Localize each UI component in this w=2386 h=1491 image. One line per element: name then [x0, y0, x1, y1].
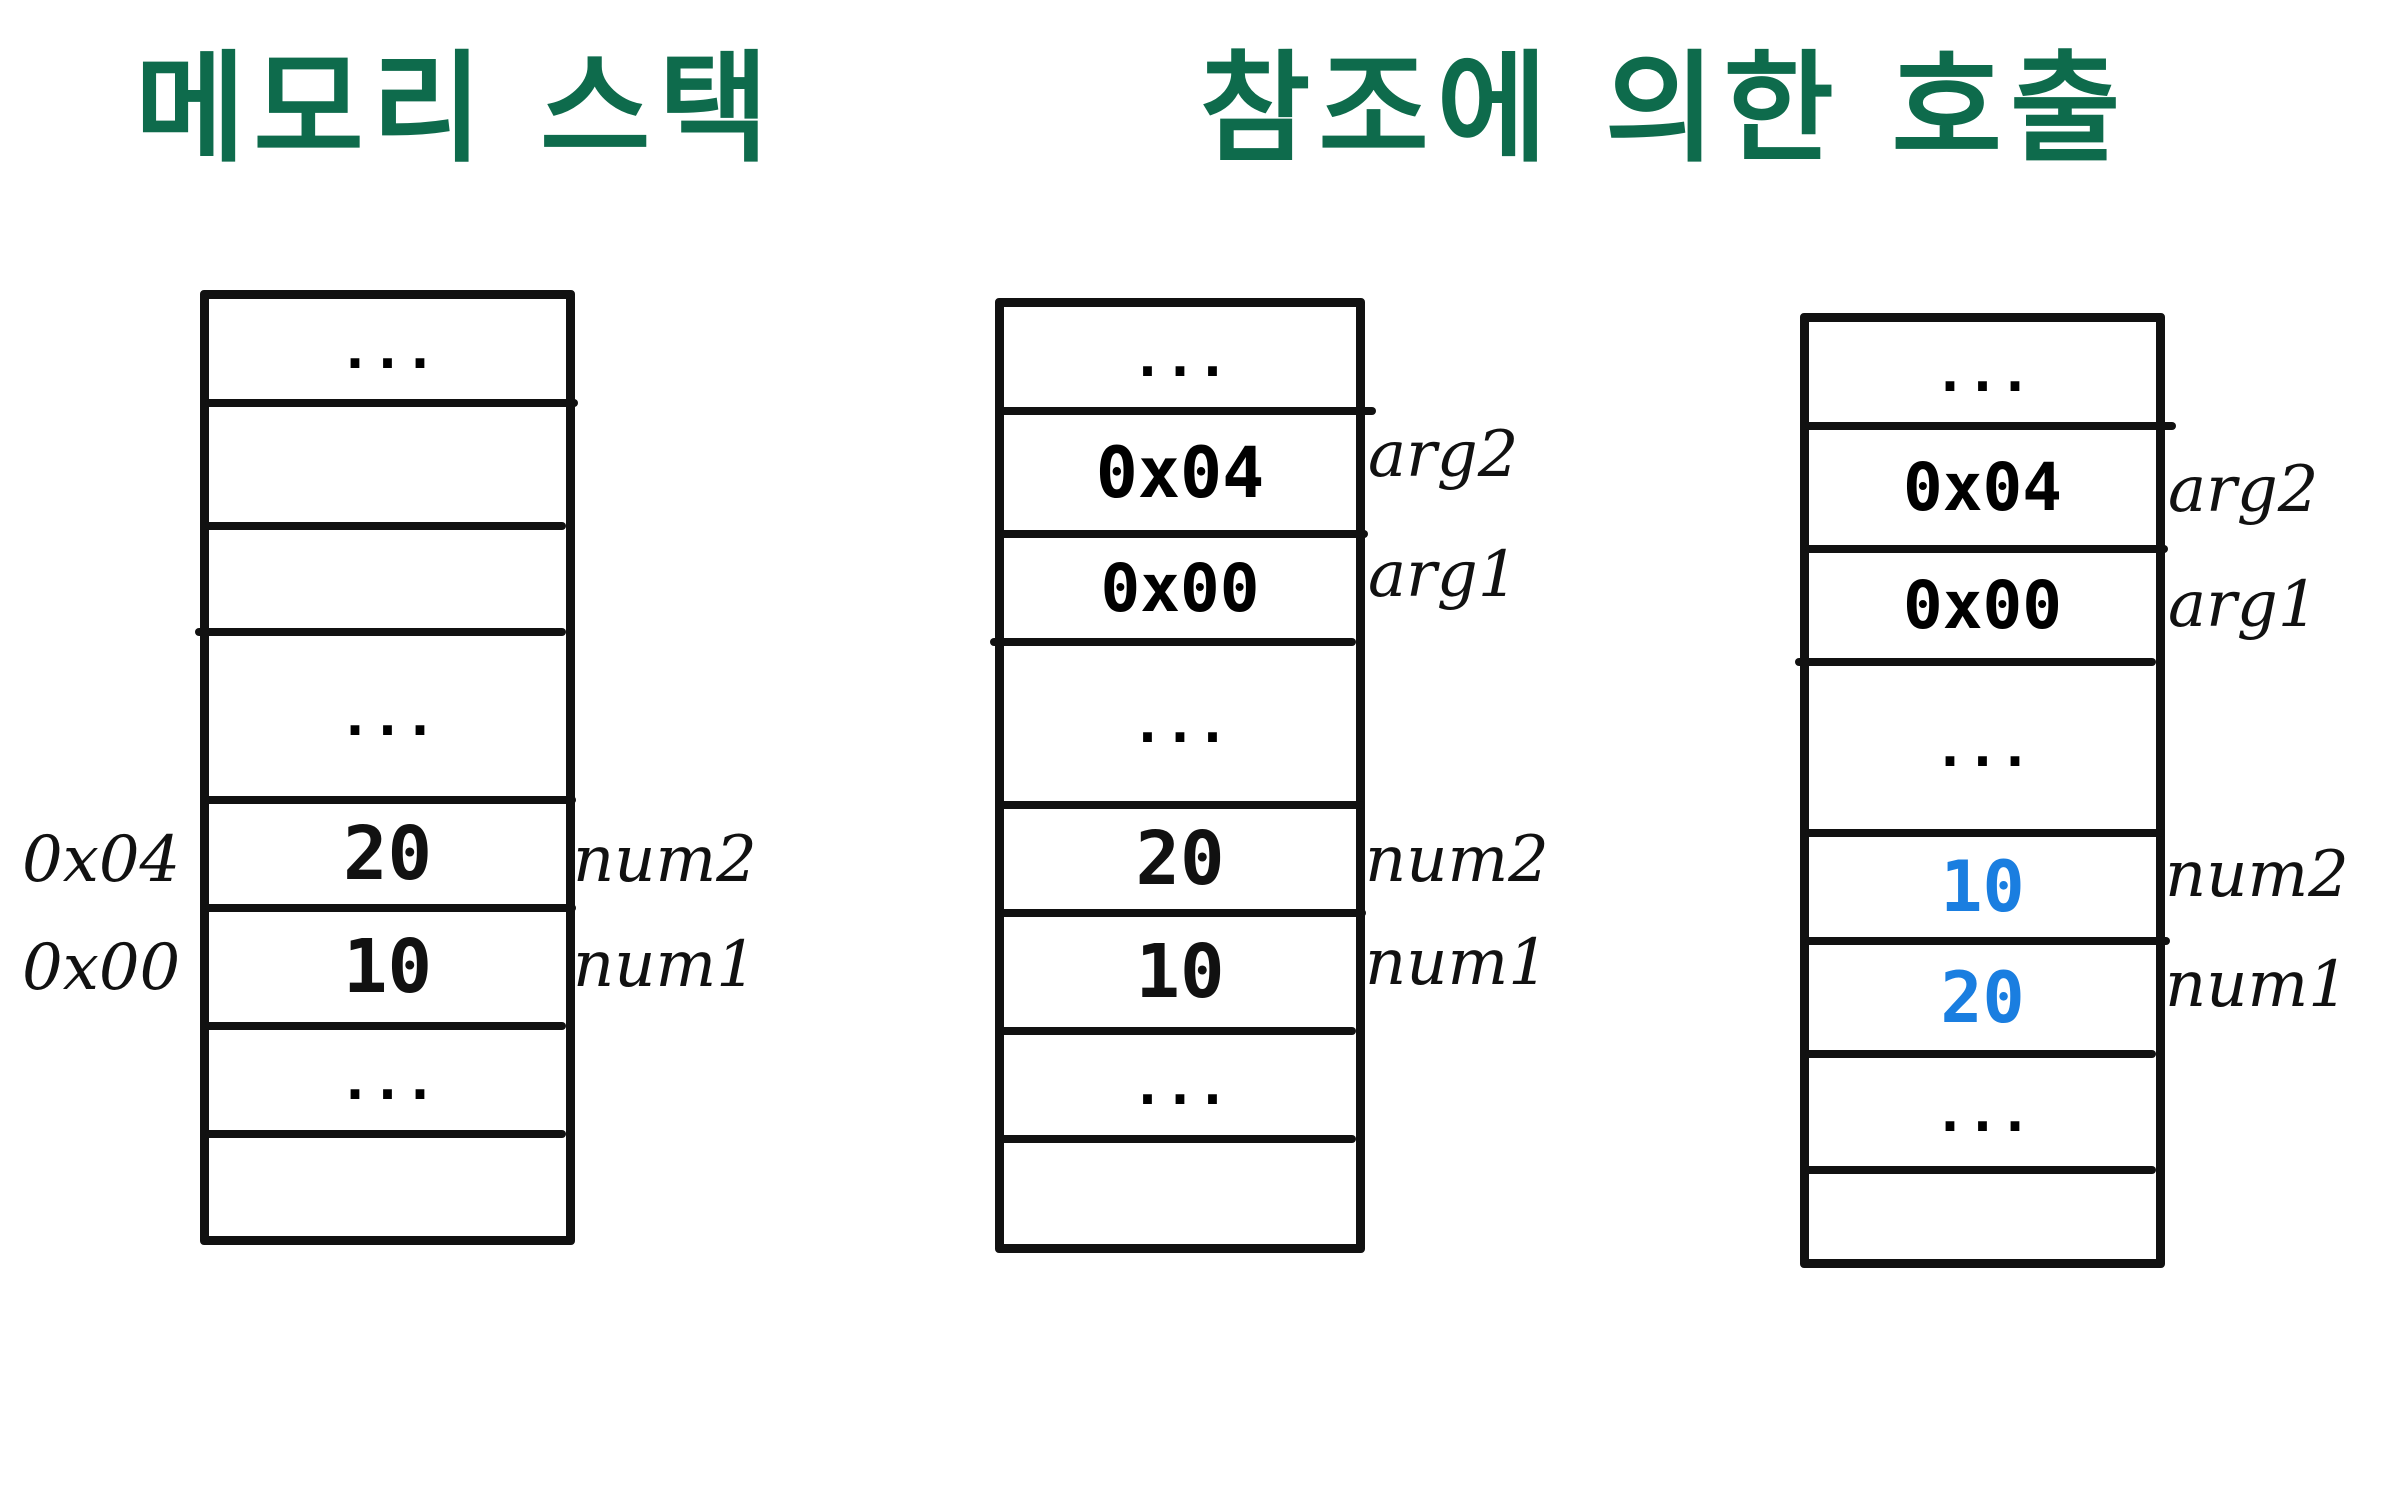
call-by-reference-title: 참조에 의한 호출: [1200, 40, 2129, 179]
variable-label-arg1: arg1: [2168, 568, 2319, 642]
stack-divider: [1805, 937, 2170, 945]
stack-divider: [205, 522, 566, 530]
stack-divider: [1805, 545, 2168, 553]
stack-cell-middle-ellipsis: ...: [1933, 716, 2032, 779]
stack-cell-bottom-ellipsis: ...: [1933, 1080, 2032, 1144]
stack-cell-top-ellipsis: ...: [338, 317, 437, 381]
variable-label-num1: num1: [1365, 926, 1549, 1000]
stack-divider: [1000, 407, 1376, 415]
stack-cell-top-ellipsis: ...: [1933, 340, 2032, 404]
variable-label-arg1: arg1: [1368, 538, 1519, 612]
stack-divider: [1000, 909, 1366, 917]
stack-divider: [1805, 422, 2176, 430]
stack-divider: [1000, 530, 1368, 538]
stack-cell-middle-ellipsis: ...: [1131, 692, 1229, 755]
stack-cell-num2-value: 20: [1135, 816, 1225, 902]
stack-divider: [205, 399, 578, 407]
variable-label-num1: num1: [573, 928, 757, 1002]
stack-divider: [1000, 801, 1364, 809]
address-label-0x04: 0x04: [22, 823, 181, 897]
stack-cell-arg1-value: 0x00: [1903, 567, 2062, 644]
stack-divider: [1805, 829, 2164, 837]
address-label-0x00: 0x00: [22, 931, 181, 1005]
stack-cell-num2-value: 20: [342, 811, 433, 897]
memory-stack-title: 메모리 스택: [135, 40, 777, 179]
variable-label-arg2: arg2: [1368, 418, 1519, 492]
stack-cell-arg2-value: 0x04: [1903, 449, 2062, 526]
stack-cell-num1-swapped-value: 20: [1940, 956, 2025, 1039]
stack-cell-empty: [209, 407, 566, 522]
variable-label-num1: num1: [2165, 948, 2349, 1022]
stack-divider: [990, 638, 1356, 646]
stack-cell-empty: [1004, 1143, 1356, 1243]
stack-divider: [1795, 658, 2156, 666]
stack-cell-middle-ellipsis: ...: [338, 684, 437, 748]
variable-label-num2: num2: [2165, 838, 2349, 912]
stack-cell-arg2-value: 0x04: [1095, 431, 1265, 514]
stack-divider: [205, 1022, 566, 1030]
stack-divider: [1000, 1135, 1356, 1143]
stack-cell-num2-swapped-value: 10: [1940, 846, 2025, 928]
stack-divider: [1805, 1166, 2156, 1174]
stack-divider: [195, 628, 566, 636]
stack-cell-top-ellipsis: ...: [1131, 325, 1229, 389]
stack-cell-empty: [209, 530, 566, 628]
variable-label-arg2: arg2: [2168, 453, 2319, 527]
stack-call-by-reference-before: ... 0x04 0x00 ... 20 10 ...: [990, 298, 1376, 1253]
stack-divider: [1000, 1027, 1356, 1035]
stack-cell-bottom-ellipsis: ...: [1131, 1053, 1229, 1117]
stack-memory: ... ... 20 10 ...: [195, 290, 578, 1245]
stack-divider: [205, 796, 576, 804]
stack-call-by-reference-after: ... 0x04 0x00 ... 10 20 ...: [1795, 313, 2176, 1268]
stack-cell-empty: [1809, 1174, 2156, 1259]
stack-cell-empty: [209, 1138, 566, 1236]
stack-divider: [205, 904, 576, 912]
stack-cell-num1-value: 10: [1135, 929, 1225, 1015]
stack-divider: [205, 1130, 566, 1138]
stack-cell-bottom-ellipsis: ...: [338, 1048, 437, 1112]
stack-divider: [1805, 1050, 2156, 1058]
variable-label-num2: num2: [1365, 823, 1549, 897]
stack-cell-arg1-value: 0x00: [1100, 549, 1260, 627]
variable-label-num2: num2: [573, 823, 757, 897]
stack-cell-num1-value: 10: [342, 924, 433, 1010]
